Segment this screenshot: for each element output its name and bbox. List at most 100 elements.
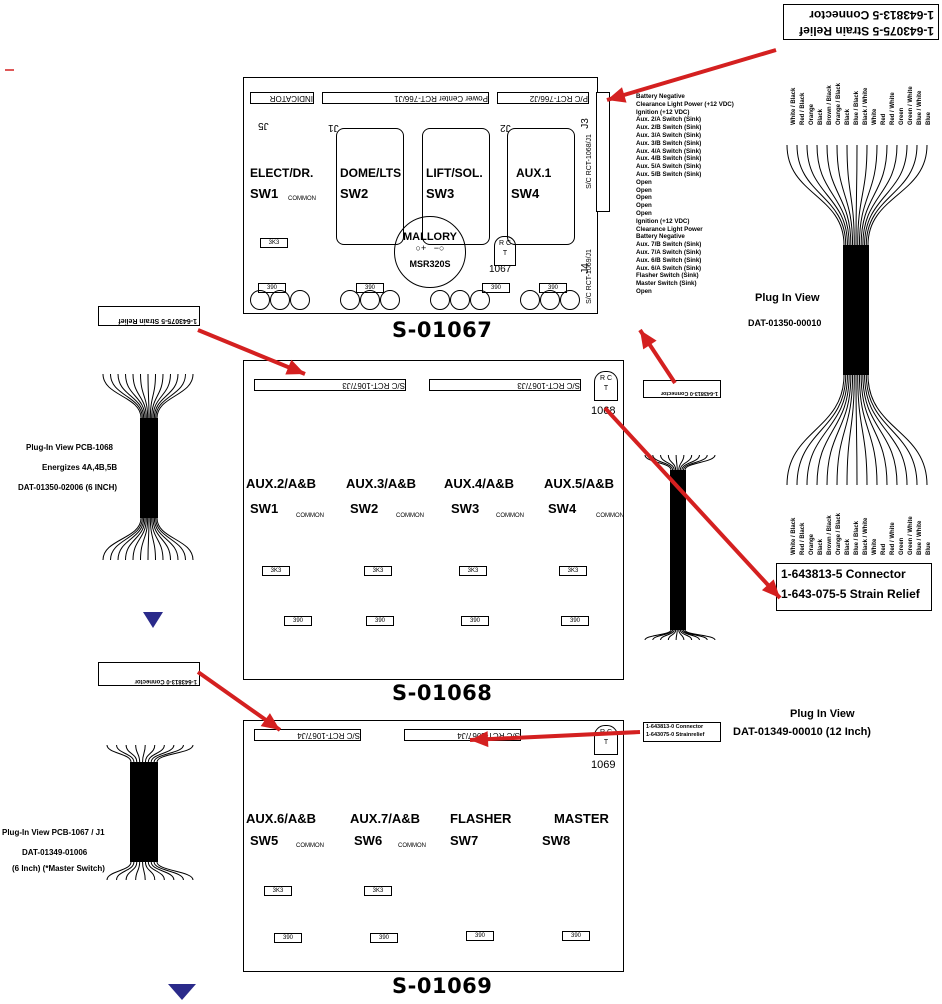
left-bottom-caption-2: DAT-01349-01006 [22, 848, 88, 857]
left-top-caption-1: Plug-In View PCB-1068 [26, 443, 113, 452]
switch-label: AUX.3/A&B [346, 476, 417, 491]
left-top-marker-triangle [143, 612, 163, 628]
switch-label: AUX.6/A&B [246, 811, 317, 826]
pin-list-item: Open [636, 194, 652, 202]
led-l2 [270, 290, 290, 310]
switch-id: SW1 [250, 186, 279, 201]
resistor: 3K3 [459, 566, 487, 576]
arrow-left-bottom-to-1069-head [260, 713, 280, 730]
arrow-middle-to-j4-head [640, 330, 657, 350]
wire [151, 517, 164, 561]
wire [796, 374, 847, 486]
wire [106, 861, 132, 881]
wire [150, 744, 175, 763]
mallory-model: MSR320S [409, 259, 451, 269]
right-bottom-connector: 1-643813-5 Connector [781, 567, 906, 581]
pin-list-item: Ignition (+12 VDC) [636, 217, 690, 225]
switch-label: AUX.1 [516, 166, 552, 180]
switch-id: SW4 [548, 501, 577, 516]
wire [144, 744, 156, 763]
led-l7 [430, 290, 450, 310]
led-l4 [340, 290, 360, 310]
board-name-s01068: S-01068 [392, 681, 493, 705]
relay-1 [336, 128, 404, 245]
wire [152, 517, 171, 561]
switch-id: SW4 [511, 186, 540, 201]
switch-id: SW2 [340, 186, 369, 201]
pin-list-item: Aux. 4/A Switch (Sink) [636, 147, 702, 155]
wire [132, 517, 147, 561]
arrow-right-cable-to-j3-head [607, 87, 627, 103]
wire [806, 374, 848, 486]
pin-list-item: Aux. 6/B Switch (Sink) [636, 256, 702, 264]
wire [125, 744, 138, 763]
led-l11 [540, 290, 560, 310]
pin-list-item: Open [636, 186, 652, 194]
resistor: 3K3 [264, 886, 292, 896]
wire [116, 861, 135, 881]
led-l10 [520, 290, 540, 310]
wire [836, 144, 854, 246]
wire [149, 517, 156, 561]
wire [125, 517, 146, 561]
middle-caption-2: DAT-01349-00010 (12 Inch) [733, 726, 871, 738]
wire [153, 373, 179, 419]
wire [106, 744, 132, 763]
wire [140, 373, 149, 419]
wire [860, 144, 888, 246]
wire [679, 454, 693, 471]
mallory-label: MALLORY [403, 231, 457, 243]
wire [864, 374, 908, 486]
wire [125, 373, 146, 419]
arrow-1068-to-right-cable-head [761, 579, 780, 598]
wire [102, 517, 142, 561]
wire [675, 454, 678, 471]
wire [855, 144, 858, 246]
wire [102, 373, 142, 419]
wire [153, 517, 179, 561]
wire [156, 744, 194, 763]
wire [682, 454, 708, 471]
wire [156, 373, 194, 419]
wire [151, 373, 164, 419]
wire [846, 374, 855, 486]
pin-list-item: Aux. 3/A Switch (Sink) [636, 131, 702, 139]
wire [147, 861, 165, 881]
wire [667, 454, 677, 471]
switch-id: SW7 [450, 833, 479, 848]
pcb-number: 1069 [591, 759, 616, 771]
arrow-right-cable-to-j3 [606, 48, 777, 102]
board-name-s01069: S-01069 [392, 974, 493, 998]
resistor: 3K3 [262, 566, 290, 576]
pin-list-item: Aux. 5/B Switch (Sink) [636, 170, 702, 178]
wire [149, 373, 156, 419]
wire [117, 517, 145, 561]
wire [144, 861, 156, 881]
wire [816, 374, 850, 486]
arrow-1068-to-right-cable [603, 406, 782, 600]
wire [652, 454, 674, 471]
wire [681, 629, 700, 641]
wire [110, 373, 143, 419]
left-bottom-cable-bundle [130, 762, 158, 862]
common-label: COMMON [296, 843, 324, 849]
wire [132, 373, 147, 419]
switch-label: AUX.4/A&B [444, 476, 515, 491]
mallory-buzzer: MALLORY ○+ −○ MSR320S [394, 216, 466, 288]
common-label: COMMON [496, 513, 524, 519]
resistor: 390 [366, 616, 394, 626]
switch-label: AUX.5/A&B [544, 476, 615, 491]
switch-label: AUX.2/A&B [246, 476, 317, 491]
wire [150, 861, 175, 881]
pin-list-item: Battery Negative [636, 93, 685, 100]
right-cable-bottom-connector-box: 1-643813-5 Connector 1-643-075-5 Strain … [776, 563, 932, 611]
wire [857, 144, 868, 246]
wire [660, 454, 675, 471]
wire [858, 144, 878, 246]
middle-bottom-connector-box: 1-643813-0 Connector 1-643075-0 Strainre… [643, 722, 721, 742]
resistor: 390 [284, 616, 312, 626]
wire [684, 629, 716, 641]
